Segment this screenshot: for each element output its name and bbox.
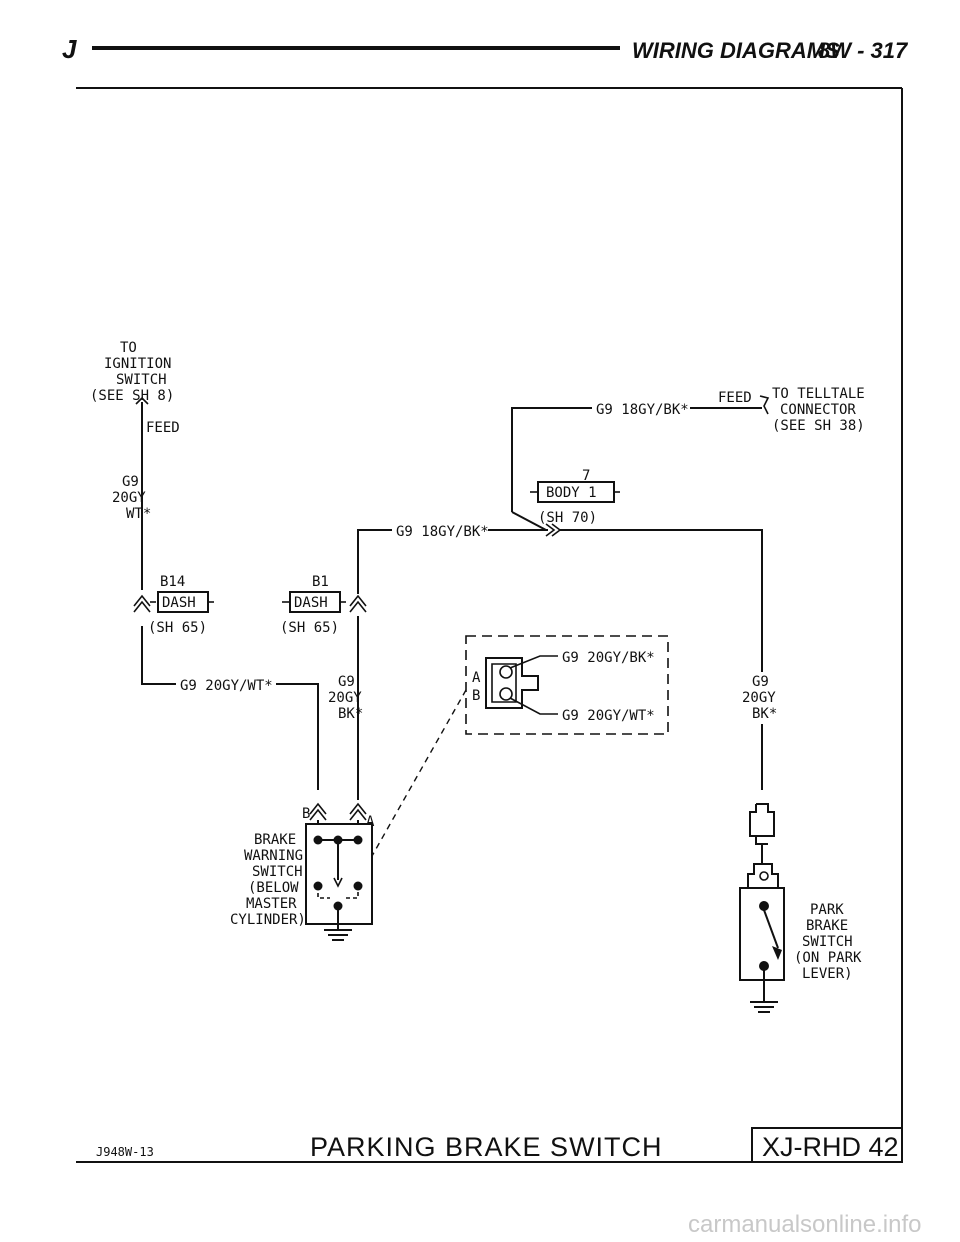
pbs-label-line: PARK [810,902,844,918]
wire-label-line: 20GY [742,690,776,706]
brake-warning-switch: B A BRAKE WARNING SWITCH (BELOW MASTER C… [230,802,375,941]
connector-arrow-icon [349,594,367,613]
telltale-label-line: CONNECTOR [780,402,856,418]
ground-icon [750,1001,778,1013]
ignition-label-line: TO [120,340,137,356]
wire-label-line: BK* [752,706,777,722]
pbs-connector-top [749,803,775,845]
wire-g9-18gy-bk-mid [357,529,392,594]
header-letter: J [62,34,77,64]
telltale-label-line: (SEE SH 38) [772,418,865,434]
ignition-wire-line: 20GY [112,490,146,506]
pin-a-label: A [472,670,481,686]
bws-label-line: WARNING [244,848,303,864]
wire-label-line: BK* [338,706,363,722]
wire-label-line: G9 [752,674,769,690]
wire-label-g9-18gy-bk-mid: G9 18GY/BK* [396,524,489,540]
bws-label-line: CYLINDER) [230,912,306,928]
bws-label: BRAKE WARNING SWITCH (BELOW MASTER CYLIN… [230,832,306,928]
footer-id: XJ-RHD 42 [762,1132,899,1162]
wire-label-line: G9 [338,674,355,690]
bws-label-line: SWITCH [252,864,303,880]
connector-arrow-icon [133,594,151,613]
bws-label-line: MASTER [246,896,297,912]
wire-label-g9-18gy-bk-top: G9 18GY/BK* [596,402,689,418]
bws-arrow-b-icon [309,802,327,821]
pbs-label-line: LEVER) [802,966,853,982]
detail-leader-line [371,689,467,857]
pbs-terminal [759,871,769,881]
connector-ref: (SH 65) [148,620,207,636]
watermark: carmanualsonline.info [688,1211,921,1238]
connector-name: BODY 1 [546,485,597,501]
pin-a-terminal [499,665,513,679]
footer-code: J948W-13 [96,1145,154,1159]
connector-name: DASH [294,595,328,611]
detail-wire-b-label: G9 20GY/WT* [562,708,655,724]
ignition-wire-line: G9 [122,474,139,490]
park-brake-switch: PARK BRAKE SWITCH (ON PARK LEVER) [739,803,862,1013]
connector-housing [485,657,539,709]
header-title: WIRING DIAGRAMS [632,38,840,63]
ignition-wire-label: G9 20GY WT* [112,474,151,522]
telltale-label: TO TELLTALE CONNECTOR (SEE SH 38) [772,386,865,434]
bws-label-line: BRAKE [254,832,296,848]
wire-ignition-to-bws [141,626,176,685]
connector-detail: A B G9 20GY/BK* G9 20GY/WT* [465,635,669,735]
pin-b-terminal [499,687,513,701]
pin-b-label: B [472,688,480,704]
bws-label-line: (BELOW [248,880,299,896]
connector-pin: 7 [582,468,590,484]
telltale-feed-label: FEED [718,390,752,406]
connector-ref: (SH 65) [280,620,339,636]
ignition-feed-arrow [135,396,149,405]
wire-g9-18gy-bk-top [511,407,592,512]
connector-pin: B1 [312,574,329,590]
footer-id-box [751,1127,903,1163]
bws-pin-b: B [302,806,310,822]
ignition-label-line: SWITCH [116,372,167,388]
connector-ref: (SH 70) [538,510,597,526]
ignition-wire-line: WT* [126,506,151,522]
bws-pin-a: A [366,814,375,830]
header-page-number: 8W - 317 [818,38,909,63]
ground-icon [324,929,352,941]
connector-name: DASH [162,595,196,611]
ignition-label-line: IGNITION [104,356,171,372]
dash-connector-b14: B14 DASH (SH 65) [133,574,214,636]
connector-detail-frame [465,635,669,735]
telltale-arrow-icon [759,395,770,415]
dash-connector-b1: B1 DASH (SH 65) [280,574,367,636]
ignition-switch-label: TO IGNITION SWITCH (SEE SH 8) [90,340,174,404]
detail-wire-a-label: G9 20GY/BK* [562,650,655,666]
wire-splice-diagonal [511,511,547,531]
bws-arrow-a-icon [349,802,367,821]
pbs-label-line: BRAKE [806,918,848,934]
wire-label-line: 20GY [328,690,362,706]
wire-to-park-brake [560,529,763,672]
body-connector-7: 7 BODY 1 (SH 70) [530,468,620,526]
wire-label-right: G9 20GY BK* [742,674,777,722]
wire-label-g9-20gy-wt: G9 20GY/WT* [180,678,273,694]
ignition-label-line: (SEE SH 8) [90,388,174,404]
telltale-label-line: TO TELLTALE [772,386,865,402]
page-header: J WIRING DIAGRAMS 8W - 317 [62,34,909,64]
footer-title: PARKING BRAKE SWITCH [310,1132,663,1162]
pbs-label: PARK BRAKE SWITCH (ON PARK LEVER) [794,902,862,982]
pbs-label-line: (ON PARK [794,950,862,966]
wire-label-center: G9 20GY BK* [328,674,363,722]
pbs-label-line: SWITCH [802,934,853,950]
ignition-feed-label: FEED [146,420,180,436]
wire-g9-20gy-wt [276,683,319,790]
connector-pin: B14 [160,574,185,590]
page-footer: J948W-13 PARKING BRAKE SWITCH XJ-RHD 42 [96,1127,903,1163]
